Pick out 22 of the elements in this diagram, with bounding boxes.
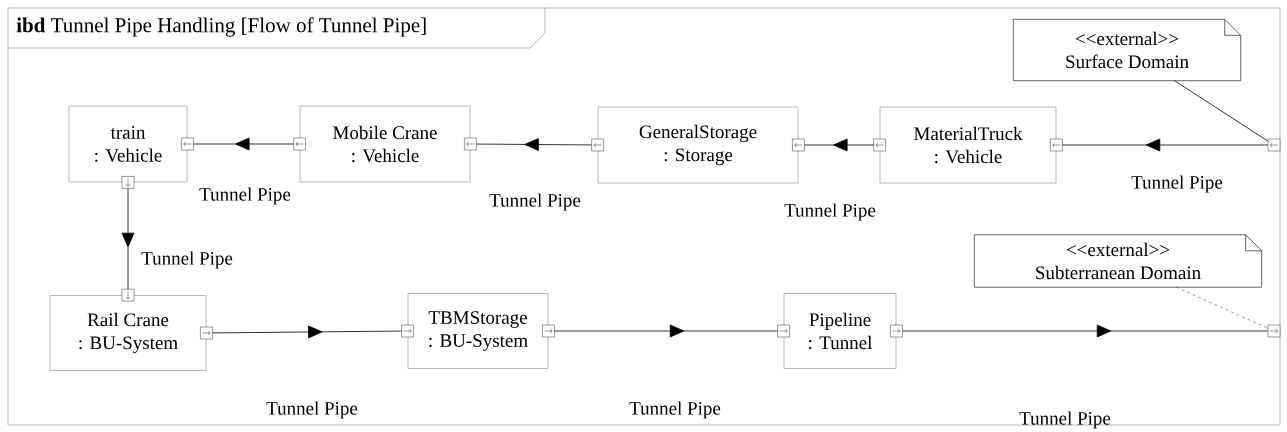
edge-label: Tunnel Pipe bbox=[141, 251, 233, 269]
note-box: <<external>> Surface Domain bbox=[1013, 19, 1241, 81]
edge-label: Tunnel Pipe bbox=[266, 401, 358, 419]
note-box: <<external>> Subterranean Domain bbox=[974, 234, 1262, 288]
part-box: Rail Crane : BU-System bbox=[49, 295, 207, 371]
part-box: TBMStorage : BU-System bbox=[407, 293, 549, 369]
edge-label: Tunnel Pipe bbox=[784, 203, 876, 221]
part-box: MaterialTruck : Vehicle bbox=[879, 106, 1057, 184]
edge-label: Tunnel Pipe bbox=[1131, 175, 1223, 193]
edge-label: Tunnel Pipe bbox=[1019, 411, 1111, 429]
edge-label: Tunnel Pipe bbox=[629, 401, 721, 419]
edge-label: Tunnel Pipe bbox=[199, 187, 291, 205]
part-box: Pipeline : Tunnel bbox=[783, 293, 897, 369]
part-box: Mobile Crane : Vehicle bbox=[299, 105, 471, 183]
part-box: GeneralStorage : Storage bbox=[597, 106, 799, 184]
leader-line bbox=[1174, 80, 1269, 142]
port-symbol bbox=[1267, 324, 1281, 338]
frame-title: ibd Tunnel Pipe Handling [Flow of Tunnel Pipe] bbox=[7, 7, 546, 49]
port-symbol bbox=[1267, 138, 1281, 152]
edge-label: Tunnel Pipe bbox=[489, 193, 581, 211]
part-box: train : Vehicle bbox=[68, 105, 188, 183]
leader-line bbox=[1176, 287, 1268, 329]
